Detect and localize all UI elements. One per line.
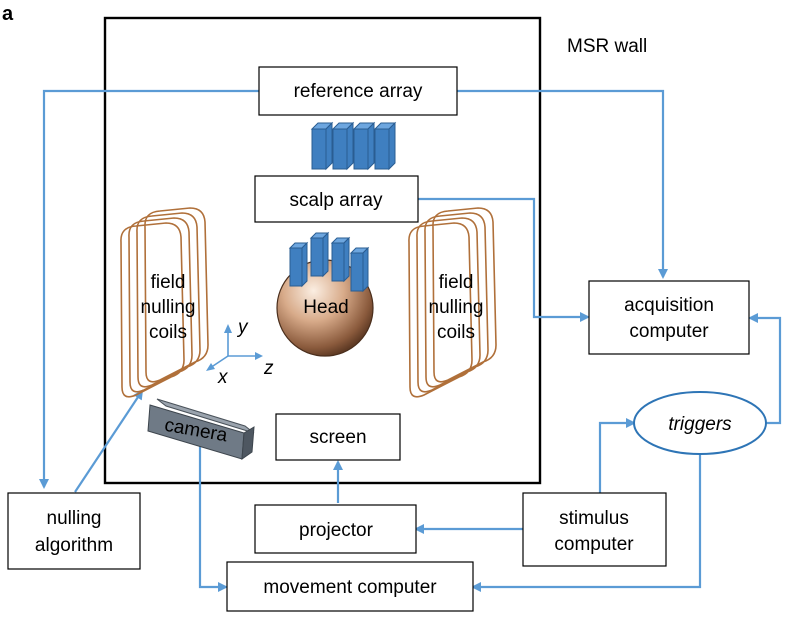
left-field-nulling-coils: field nulling coils	[120, 207, 209, 398]
reference-sensor	[352, 121, 376, 171]
right-coils-label-line3: coils	[437, 322, 475, 343]
nulling-label-line2: algorithm	[35, 535, 113, 556]
scalp-array-label: scalp array	[290, 190, 383, 211]
movement-computer-box: movement computer	[226, 561, 474, 612]
reference-array-box: reference array	[258, 66, 458, 116]
panel-letter: a	[2, 3, 14, 25]
triggers-node: triggers	[633, 391, 767, 455]
reference-array-label: reference array	[294, 81, 423, 102]
scalp-array-box: scalp array	[254, 175, 419, 223]
right-coils-label-line2: nulling	[429, 297, 484, 318]
scalp-sensor	[309, 231, 330, 278]
left-coils-label-line3: coils	[149, 322, 187, 343]
left-coils-label-line2: nulling	[141, 297, 196, 318]
axis-z-label: z	[263, 358, 274, 379]
msr-wall-label: MSR wall	[567, 36, 647, 57]
screen-label: screen	[309, 427, 366, 448]
projector-box: projector	[254, 504, 417, 554]
right-coils-label-line1: field	[439, 272, 474, 293]
msr-wall	[103, 16, 542, 485]
nulling-label-line1: nulling	[47, 508, 102, 529]
axis-x-label: x	[217, 367, 229, 388]
stimulus-label-line1: stimulus	[559, 508, 629, 529]
reference-sensor-array	[310, 121, 397, 171]
right-field-nulling-coils: field nulling coils	[408, 207, 497, 398]
left-coils-label-line1: field	[151, 272, 186, 293]
coordinate-axes: y z x	[206, 317, 274, 388]
arrow-triggers-to-acquisition	[748, 313, 782, 425]
camera: camera	[147, 398, 255, 461]
nulling-algorithm-box: nulling algorithm	[7, 492, 141, 570]
arrow-nulling-to-coils	[74, 389, 144, 493]
scalp-sensor-array	[288, 231, 370, 293]
arrow-reference-to-nulling	[39, 89, 259, 489]
head-label: Head	[303, 297, 348, 318]
reference-sensor	[310, 121, 334, 171]
arrow-reference-to-acquisition	[457, 89, 668, 279]
stimulus-label-line2: computer	[554, 534, 634, 555]
scalp-sensor	[288, 241, 309, 288]
acquisition-label-line2: computer	[629, 321, 709, 342]
arrow-triggers-to-movement	[471, 453, 702, 592]
triggers-label: triggers	[668, 414, 732, 435]
axis-y-label: y	[236, 317, 249, 338]
projector-label: projector	[299, 520, 374, 541]
reference-sensor	[331, 121, 355, 171]
acquisition-label-line1: acquisition	[624, 295, 714, 316]
stimulus-computer-box: stimulus computer	[522, 492, 667, 567]
screen-box: screen	[275, 413, 401, 461]
scalp-sensor	[349, 246, 370, 293]
arrow-scalp-to-acquisition	[418, 197, 590, 322]
acquisition-computer-box: acquisition computer	[588, 280, 750, 355]
scalp-sensor	[330, 236, 351, 283]
arrow-stimulus-to-triggers	[598, 418, 636, 493]
movement-computer-label: movement computer	[263, 577, 437, 598]
reference-sensor	[373, 121, 397, 171]
arrow-camera-to-movement	[198, 445, 228, 592]
